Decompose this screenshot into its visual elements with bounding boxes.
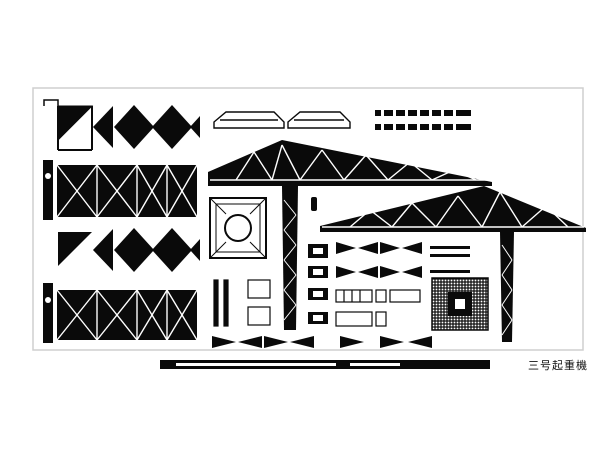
- connector-blocks: [308, 244, 328, 324]
- side-tabs-left: [43, 160, 53, 343]
- cab-plate: [209, 197, 267, 259]
- crane-jib-upper: [208, 140, 492, 186]
- deck-plates: [335, 289, 421, 327]
- crane-jib-lower: [320, 186, 586, 232]
- hook-part: [311, 197, 317, 211]
- arrow-strip-bottom: [212, 336, 432, 348]
- tower-leg-upper: [282, 186, 298, 330]
- sheet-caption: 三号起重機: [528, 359, 588, 372]
- tower-leg-lower: [500, 232, 514, 342]
- diamond-truss-mid: [58, 228, 200, 272]
- box-truss-upper: [56, 164, 198, 218]
- small-truss-upper: [43, 99, 94, 151]
- diamond-truss-top: [93, 105, 200, 149]
- trolley-cars: [213, 111, 351, 129]
- fret-frame: [32, 87, 584, 351]
- small-plates: [213, 279, 271, 327]
- arrow-strips-upper: [336, 242, 422, 278]
- small-figure-parts: [375, 110, 471, 130]
- grid-platform: [431, 277, 489, 331]
- long-rail-bar: [160, 360, 490, 369]
- rail-pieces: [430, 246, 470, 273]
- box-truss-lower: [56, 289, 198, 341]
